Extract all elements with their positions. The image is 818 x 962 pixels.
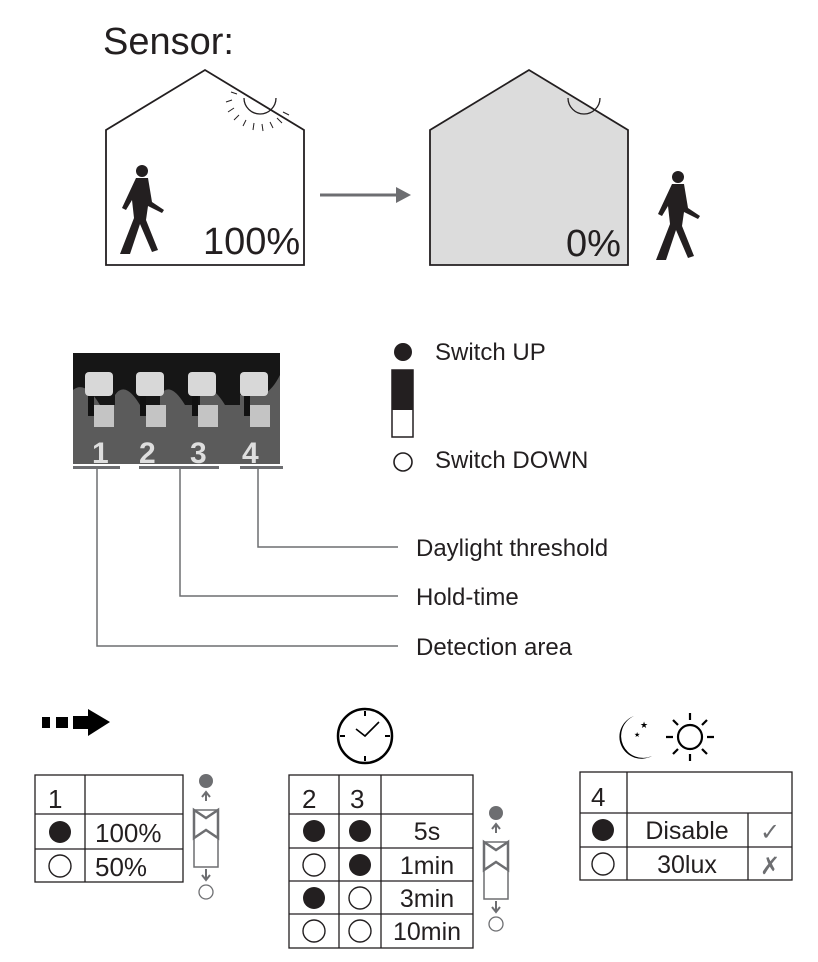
sensor-icon <box>225 91 290 132</box>
detection-arrow-icon <box>42 709 110 736</box>
state-up-dot <box>303 820 325 842</box>
person-walking-icon <box>120 165 164 254</box>
state-down-dot <box>348 886 372 910</box>
value-30lux: 30lux <box>657 851 717 879</box>
switch-down-dot <box>393 452 413 472</box>
dip-switch-photo: 1 2 3 4 <box>73 353 283 470</box>
person-walking-icon <box>656 171 700 260</box>
title: Sensor: <box>103 21 234 63</box>
clock-icon <box>336 707 394 765</box>
before-percent: 100% <box>203 221 300 263</box>
house-lit: 100% <box>105 68 305 266</box>
legend-down: Switch DOWN <box>435 447 588 474</box>
sensor-icon <box>567 97 601 115</box>
state-up-dot <box>349 854 371 876</box>
callout-lines <box>96 469 398 647</box>
check-icon: ✓ <box>760 819 780 846</box>
table-hold-time: 2 3 5s 1min 3min 10min <box>288 774 474 949</box>
legend-up: Switch UP <box>435 339 546 366</box>
state-down-dot <box>348 919 372 943</box>
table-detection-area: 1 100% 50% <box>34 774 184 883</box>
hold-time-value: 3min <box>400 885 454 913</box>
switch-toggle-icon <box>192 774 220 900</box>
switch-toggle-icon <box>482 806 510 932</box>
header-switch-3: 3 <box>350 784 364 814</box>
state-down-dot <box>591 852 615 876</box>
dip-number: 2 <box>139 437 156 470</box>
sun-icon <box>666 713 714 761</box>
label-daylight-threshold: Daylight threshold <box>416 535 608 562</box>
header-switch-2: 2 <box>302 784 316 814</box>
state-up-dot <box>349 820 371 842</box>
svg-text:★: ★ <box>634 731 640 739</box>
table-daylight-threshold: 4 Disable ✓ 30lux ✗ <box>579 771 793 881</box>
switch-up-dot <box>394 343 412 361</box>
label-hold-time: Hold-time <box>416 584 519 611</box>
switch-icon <box>391 369 414 438</box>
state-down-dot <box>302 853 326 877</box>
house-icon <box>429 68 629 266</box>
label-detection-area: Detection area <box>416 634 573 661</box>
value-disable: Disable <box>645 817 728 845</box>
dip-number: 1 <box>92 437 109 470</box>
dip-number: 4 <box>242 437 259 470</box>
dip-number: 3 <box>190 437 207 470</box>
state-up-dot <box>303 887 325 909</box>
state-up-dot <box>592 819 614 841</box>
hold-time-value: 10min <box>393 918 461 946</box>
svg-text:★: ★ <box>640 720 648 730</box>
moon-icon: ★ ★ <box>619 716 652 759</box>
house-icon <box>105 68 305 266</box>
house-dark: 0% <box>429 68 700 266</box>
header-switch-4: 4 <box>591 782 605 812</box>
value-50: 50% <box>95 852 147 882</box>
cross-icon: ✗ <box>760 853 780 880</box>
hold-time-value: 5s <box>414 818 440 846</box>
arrow-right-icon <box>320 187 411 203</box>
state-down-dot <box>302 919 326 943</box>
after-percent: 0% <box>566 223 621 265</box>
hold-time-value: 1min <box>400 852 454 880</box>
header-switch-1: 1 <box>48 784 62 814</box>
value-100: 100% <box>95 818 162 848</box>
state-down-dot <box>48 854 72 878</box>
state-up-dot <box>49 821 71 843</box>
